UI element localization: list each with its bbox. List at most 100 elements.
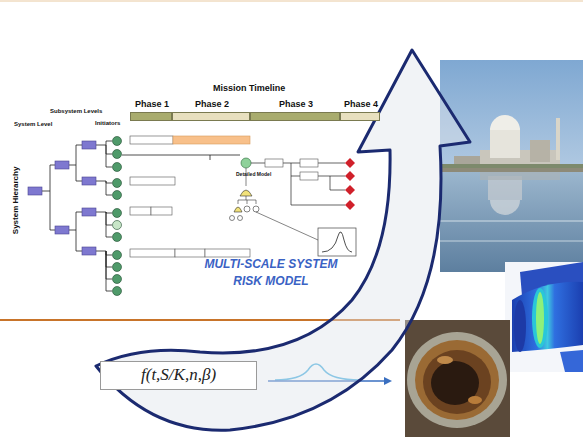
timeline-bars-part (205, 249, 250, 257)
fea-photo-part (560, 350, 583, 372)
system-tree-part (69, 145, 82, 251)
phase-label: Phase 1 (135, 100, 169, 110)
initiator-circles-part (113, 209, 122, 218)
hierarchy-boxes (28, 141, 96, 255)
hierarchy-boxes-part (82, 141, 96, 149)
model-title: MULTI-SCALE SYSTEM RISK MODEL (196, 256, 346, 291)
plant-photo-part (556, 118, 560, 160)
plant-photo-part (490, 128, 520, 158)
phase-label: Phase 3 (279, 100, 313, 110)
system-tree-part (96, 181, 112, 195)
system-tree-part (210, 155, 211, 160)
corroded-pipe-photo-part (468, 396, 482, 404)
formula-text: f(t,S/K,n,β) (141, 366, 216, 385)
system-tree-part (96, 212, 112, 237)
system-tree-part (42, 165, 55, 230)
fault-tree-part (230, 216, 235, 221)
initiator-circles-part (113, 221, 122, 230)
phase-bar: Phase 2 (172, 112, 250, 121)
timeline-bars-part (151, 207, 172, 215)
distribution-plot-part (318, 228, 356, 256)
timeline-bars-part (130, 249, 175, 257)
distribution-plot (318, 228, 356, 256)
initiator-circles-part (113, 137, 122, 146)
plant-photo-part (490, 200, 520, 215)
event-tree-part (300, 172, 318, 180)
phase-bar: Phase 4 (340, 112, 380, 121)
formula-box: f(t,S/K,n,β) (100, 361, 257, 390)
corroded-pipe-photo-part (405, 320, 510, 437)
corroded-pipe-photo-part (423, 350, 491, 414)
distribution-plot-part (322, 232, 352, 252)
initiator-circles-part (113, 179, 122, 188)
fault-tree-part (253, 206, 259, 212)
model-label: Detailed Model (236, 172, 271, 178)
fault-tree-part (234, 207, 242, 212)
fault-tree (230, 168, 319, 240)
initiator-circles-part (113, 263, 122, 272)
hierarchy-boxes-part (55, 226, 69, 234)
phase-label: Phase 2 (195, 100, 229, 110)
plant-photo-part (440, 168, 583, 172)
axis-label: System Hierarchy (12, 166, 21, 234)
timeline-bars-part (130, 136, 173, 144)
level-label: Subsystem Levels (50, 108, 102, 115)
event-tree-part (241, 158, 251, 168)
fea-photo (505, 262, 583, 372)
hierarchy-boxes-part (82, 177, 96, 185)
level-label: System Level (14, 121, 52, 128)
plant-photo-part (440, 60, 583, 272)
system-tree-part (122, 155, 240, 156)
fea-photo-part (505, 262, 583, 372)
corroded-pipe-photo-part (437, 356, 453, 364)
event-tree-part (345, 158, 355, 210)
event-tree (241, 158, 355, 210)
hierarchy-boxes-part (28, 187, 42, 195)
initiator-circles-part (113, 287, 122, 296)
initiator-circles (113, 137, 122, 296)
phase-bar: Phase 1 (130, 112, 172, 121)
initiator-circles-part (113, 233, 122, 242)
corroded-pipe-photo-part (407, 332, 507, 428)
timeline-bars (130, 136, 250, 257)
curved-arrow (96, 50, 470, 430)
system-tree-part (96, 251, 112, 291)
corroded-pipe-photo-part (415, 340, 499, 420)
plant-photo-part (490, 115, 520, 130)
timeline-title: Mission Timeline (213, 84, 285, 94)
top-rule (0, 1, 583, 2)
level-label: Initiators (95, 120, 120, 127)
plant-photo-part (480, 172, 560, 180)
phase-label: Phase 4 (344, 100, 378, 110)
initiator-circles-part (113, 251, 122, 260)
fea-photo-part (512, 282, 583, 352)
event-tree-part-part (345, 200, 355, 210)
event-tree-part-part (345, 185, 355, 195)
plant-photo-part (440, 240, 583, 242)
initiator-circles-part (113, 150, 122, 159)
fault-tree-part (256, 212, 318, 240)
fea-photo-part (536, 292, 544, 344)
fea-photo-part (532, 288, 548, 348)
hierarchy-boxes-part (82, 247, 96, 255)
distribution-curve-part (384, 377, 392, 385)
event-tree-part-part (345, 171, 355, 181)
event-tree-part (265, 159, 283, 167)
timeline-bars-part (173, 136, 250, 144)
event-tree-part (300, 159, 318, 167)
event-tree-part-part (345, 158, 355, 168)
corroded-pipe-photo (405, 320, 510, 437)
fea-photo-part (514, 300, 526, 352)
plant-photo-part (530, 140, 550, 162)
plant-photo-part (440, 168, 583, 272)
initiator-circles-part (113, 163, 122, 172)
fault-tree-part (244, 206, 250, 212)
event-tree-part (251, 163, 345, 205)
system-tree-part (96, 141, 112, 167)
timeline-bars-part (130, 207, 151, 215)
hierarchy-boxes-part (82, 208, 96, 216)
phase-bar: Phase 3 (250, 112, 340, 121)
hierarchy-boxes-part (55, 161, 69, 169)
fault-tree-part (238, 196, 256, 204)
